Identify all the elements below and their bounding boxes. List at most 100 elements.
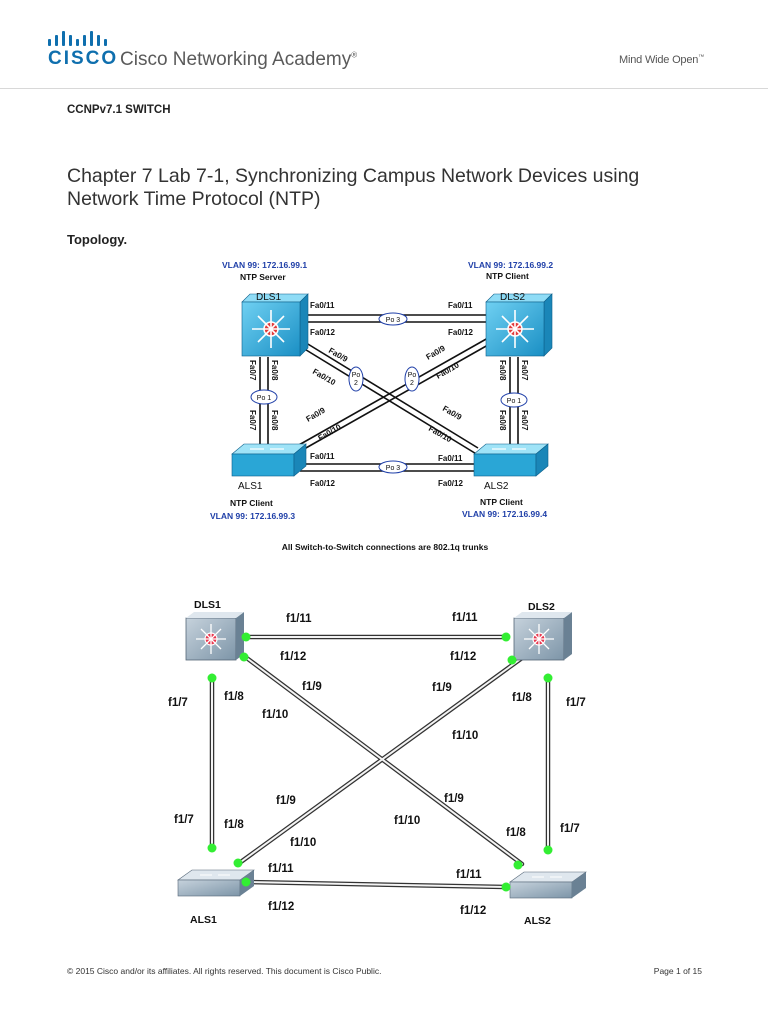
dls1-label: DLS1 (194, 599, 221, 611)
als2-fa012-label: Fa0/12 (438, 479, 463, 488)
als1-fa08-label: Fa0/8 (270, 410, 279, 431)
dls1-name: DLS1 (256, 292, 281, 303)
als1-fa012-label: Fa0/12 (310, 479, 335, 488)
als2-ip: 172.16.99.4 (502, 509, 547, 519)
svg-text:VLAN 99: 172.16.99.2: VLAN 99: 172.16.99.2 (468, 260, 553, 270)
dls2-name: DLS2 (500, 292, 525, 303)
footer-copyright: © 2015 Cisco and/or its affiliates. All … (67, 966, 382, 976)
topology-diagram-physical: DLS1 DLS2 ALS1 ALS2 f1/11 f1/12 f1/11 f1… (168, 599, 587, 927)
als1-fa09-label: Fa0/9 (305, 405, 328, 423)
als1-f18-label: f1/8 (224, 819, 244, 831)
dls1-switch-icon (241, 293, 309, 357)
als2-f18-label: f1/8 (506, 827, 526, 839)
topology-diagram-logical: Po 3 Po 3 Po 1 Po 1 Po 2 Po 2 VLA (210, 260, 553, 552)
als1-emulated-switch-icon (177, 869, 255, 897)
cisco-logo-bars-icon (48, 31, 107, 46)
brand-name-text: Cisco Networking Academy (120, 49, 352, 70)
dls1-f111-label: f1/11 (286, 613, 312, 625)
als2-fa07-label: Fa0/7 (520, 410, 529, 431)
als2-f19-label: f1/9 (444, 793, 464, 805)
page-title: Chapter 7 Lab 7-1, Synchronizing Campus … (67, 165, 640, 210)
registered-mark: ® (351, 50, 358, 60)
als2-f111-label: f1/11 (456, 869, 482, 881)
dls2-switch-icon (485, 293, 553, 357)
cisco-logo: CISCO (48, 48, 119, 69)
dls1-fa08-label: Fa0/8 (270, 360, 279, 381)
dls1-f17-label: f1/7 (168, 697, 188, 709)
dls2-f19-label: f1/9 (432, 682, 452, 694)
svg-text:VLAN 99: 172.16.99.1: VLAN 99: 172.16.99.1 (222, 260, 307, 270)
dls1-emulated-switch-icon (185, 612, 244, 661)
als1-fa010-label: Fa0/10 (317, 422, 344, 443)
po2-right-label: Po (408, 372, 417, 379)
tagline-text: Mind Wide Open (619, 54, 699, 66)
als2-f17-label: f1/7 (560, 823, 580, 835)
als2-vlan-label: VLAN 99: (462, 509, 500, 519)
dls1-fa07-label: Fa0/7 (248, 360, 257, 381)
trademark-mark: ™ (698, 54, 704, 61)
als1-f112-label: f1/12 (268, 901, 294, 913)
dls2-ip: 172.16.99.2 (508, 260, 553, 270)
als1-f110-label: f1/10 (290, 837, 316, 849)
als1-name: ALS1 (238, 481, 263, 492)
po1-left-label: Po 1 (257, 395, 272, 402)
als1-fa07-label: Fa0/7 (248, 410, 257, 431)
dls1-fa010-label: Fa0/10 (311, 367, 338, 388)
dls2-f110-label: f1/10 (452, 730, 478, 742)
dls2-f111-label: f1/11 (452, 612, 478, 624)
dls1-fa012-label: Fa0/12 (310, 328, 335, 337)
dls2-label: DLS2 (528, 601, 555, 613)
als2-label: ALS2 (524, 915, 551, 927)
po1-right-label: Po 1 (507, 398, 522, 405)
po2-left-label: Po (352, 372, 361, 379)
als1-f17-label: f1/7 (174, 814, 194, 826)
dls1-fa011-label: Fa0/11 (310, 301, 335, 310)
po2-left-num: 2 (354, 380, 358, 387)
port-status-dots (207, 632, 553, 892)
dls2-fa012-label: Fa0/12 (448, 328, 473, 337)
dls1-f18-label: f1/8 (224, 691, 244, 703)
header-divider (0, 88, 768, 89)
dls1-f19-label: f1/9 (302, 681, 322, 693)
topology-caption: All Switch-to-Switch connections are 802… (282, 542, 489, 552)
als1-label: ALS1 (190, 914, 217, 926)
als2-name: ALS2 (484, 481, 509, 492)
dls1-role: NTP Server (240, 272, 286, 282)
dls2-fa011-label: Fa0/11 (448, 301, 473, 310)
svg-text:VLAN 99: 172.16.99.4: VLAN 99: 172.16.99.4 (462, 509, 547, 519)
svg-text:VLAN 99: 172.16.99.3: VLAN 99: 172.16.99.3 (210, 511, 295, 521)
als1-role: NTP Client (230, 498, 273, 508)
als1-f111-label: f1/11 (268, 863, 294, 875)
dls1-ip: 172.16.99.1 (262, 260, 307, 270)
section-heading: Topology. (67, 232, 128, 247)
als2-switch-icon (473, 443, 549, 477)
dls2-f17-label: f1/7 (566, 697, 586, 709)
po3-bottom-label: Po 3 (386, 465, 401, 472)
dls2-fa09-label: Fa0/9 (425, 343, 448, 361)
dls2-role: NTP Client (486, 271, 529, 281)
als1-switch-icon (231, 443, 307, 477)
dls2-emulated-switch-icon (513, 612, 572, 661)
po3-top-label: Po 3 (386, 317, 401, 324)
als2-f110-label: f1/10 (394, 815, 420, 827)
dls2-fa08-label: Fa0/8 (498, 360, 507, 381)
dls2-f18-label: f1/8 (512, 692, 532, 704)
als2-fa010-label: Fa0/10 (427, 424, 454, 445)
dls1-f112-label: f1/12 (280, 651, 306, 663)
dls1-f110-label: f1/10 (262, 709, 288, 721)
dls2-fa07-label: Fa0/7 (520, 360, 529, 381)
dls2-vlan-label: VLAN 99: (468, 260, 506, 270)
dls1-vlan-label: VLAN 99: (222, 260, 260, 270)
als2-fa09-label: Fa0/9 (441, 404, 464, 422)
als1-vlan-label: VLAN 99: (210, 511, 248, 521)
als1-ip: 172.16.99.3 (250, 511, 295, 521)
als2-fa011-label: Fa0/11 (438, 454, 463, 463)
brand-name: Cisco Networking Academy® (120, 49, 357, 71)
footer-page-number: Page 1 of 15 (653, 966, 702, 976)
tagline: Mind Wide Open™ (619, 54, 704, 66)
als2-emulated-switch-icon (509, 871, 587, 899)
als1-fa011-label: Fa0/11 (310, 452, 335, 461)
als1-f19-label: f1/9 (276, 795, 296, 807)
als2-fa08-label: Fa0/8 (498, 410, 507, 431)
als2-f112-label: f1/12 (460, 905, 486, 917)
